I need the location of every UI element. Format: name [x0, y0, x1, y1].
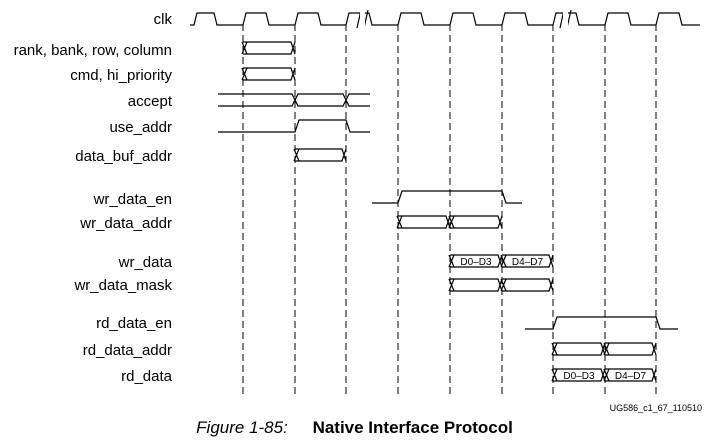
rd-data-addr-bus-0 — [551, 342, 606, 356]
signal-label-wr-data-en: wr_data_en — [93, 191, 172, 208]
wr-data-mask-bus-0 — [448, 278, 503, 292]
signal-label-clk: clk — [154, 11, 173, 28]
clock-edge-guides — [242, 24, 657, 398]
figure-title: Native Interface Protocol — [312, 418, 513, 437]
signal-label-addr: rank, bank, row, column — [14, 42, 172, 59]
part-id-label: UG586_c1_67_110510 — [610, 403, 702, 413]
signal-label-use-addr: use_addr — [109, 119, 172, 136]
figure-caption: Figure 1-85: Native Interface Protocol — [0, 418, 709, 438]
signal-label-data-buf-addr: data_buf_addr — [75, 148, 172, 165]
wr-data-addr-bus-0 — [396, 215, 451, 229]
signal-label-wr-data-addr: wr_data_addr — [79, 215, 172, 232]
wr-data-addr-bus-1 — [448, 215, 503, 229]
figure-number: Figure 1-85: — [196, 418, 288, 437]
signal-labels: clk rank, bank, row, column cmd, hi_priori… — [14, 11, 173, 385]
data-buf-addr-bus — [293, 148, 347, 162]
signal-label-wr-data-mask: wr_data_mask — [73, 277, 172, 294]
wr-data-en-waveform — [372, 190, 522, 204]
clk-waveform — [190, 12, 700, 26]
wr-data-value-0: D0–D3 — [460, 257, 492, 268]
rd-data-en-waveform — [525, 316, 678, 330]
waveforms — [190, 9, 700, 382]
wr-data-bus-1 — [500, 254, 554, 268]
clock-break-gap-1 — [563, 9, 568, 29]
addr-bus-valid — [241, 41, 296, 55]
rd-data-value-0: D0–D3 — [563, 371, 595, 382]
signal-label-accept: accept — [128, 93, 173, 110]
signal-label-rd-data-en: rd_data_en — [96, 315, 172, 332]
signal-label-rd-data: rd_data — [121, 368, 173, 385]
accept-waveform-b — [218, 93, 370, 107]
signal-label-rd-data-addr: rd_data_addr — [83, 342, 172, 359]
signal-label-cmd: cmd, hi_priority — [70, 67, 172, 84]
use-addr-waveform — [218, 119, 370, 133]
signal-label-wr-data: wr_data — [118, 254, 173, 271]
clock-break-gap-0 — [360, 9, 365, 29]
wr-data-value-1: D4–D7 — [512, 257, 544, 268]
rd-data-value-1: D4–D7 — [615, 371, 647, 382]
rd-data-bus-0 — [551, 368, 606, 382]
accept-waveform-a — [218, 93, 370, 107]
rd-data-bus-1 — [603, 368, 657, 382]
wr-data-mask-bus-1 — [500, 278, 554, 292]
cmd-bus-valid — [241, 67, 296, 81]
wr-data-bus-0 — [448, 254, 503, 268]
rd-data-addr-bus-1 — [603, 342, 657, 356]
